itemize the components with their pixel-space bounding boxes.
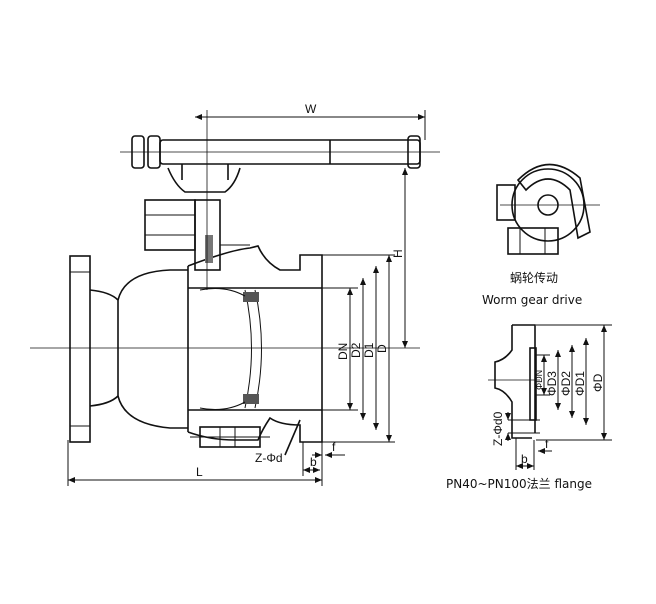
main-dimensions: W H DN D2 D1 D Z-Φd L b f bbox=[67, 102, 426, 486]
worm-gear-caption-cn: 蜗轮传动 bbox=[510, 270, 558, 285]
flange-d-label: ΦD bbox=[591, 373, 605, 392]
flange-dn-label: ΦDN bbox=[534, 370, 544, 390]
flange-d3-label: ΦD3 bbox=[545, 371, 559, 396]
flange-b-label: b bbox=[521, 452, 528, 466]
dim-dn-label: DN bbox=[336, 343, 350, 360]
left-neck bbox=[89, 289, 119, 407]
dim-d1-label: D1 bbox=[362, 342, 376, 358]
bonnet bbox=[144, 199, 196, 251]
flange-f-label: f bbox=[545, 437, 549, 451]
flange-caption: PN40~PN100法兰 flange bbox=[446, 477, 592, 491]
dim-l-label: L bbox=[196, 465, 203, 479]
dim-zd-label: Z-Φd bbox=[255, 451, 283, 465]
flange-zd0-label: Z-Φd0 bbox=[491, 411, 505, 446]
worm-gear-view: 蜗轮传动 Worm gear drive bbox=[482, 163, 600, 307]
flange-d2-label: ΦD2 bbox=[559, 371, 573, 396]
dim-h-label: H bbox=[391, 249, 405, 258]
flange-detail-view: ΦDN ΦD3 ΦD2 ΦD1 ΦD Z-Φd0 b f PN40~PN100法… bbox=[446, 324, 612, 491]
flange-d1-label: ΦD1 bbox=[573, 371, 587, 396]
dim-d2-label: D2 bbox=[349, 342, 363, 358]
dim-f-label: f bbox=[332, 440, 336, 454]
dim-d-label: D bbox=[375, 344, 389, 353]
valve-main-view bbox=[30, 110, 440, 456]
worm-gear-caption-en: Worm gear drive bbox=[482, 293, 582, 307]
dim-w-label: W bbox=[305, 102, 317, 116]
left-flange bbox=[69, 255, 91, 443]
handle-tee bbox=[167, 167, 241, 193]
dim-b-label: b bbox=[310, 455, 317, 469]
valve-body bbox=[117, 269, 188, 429]
